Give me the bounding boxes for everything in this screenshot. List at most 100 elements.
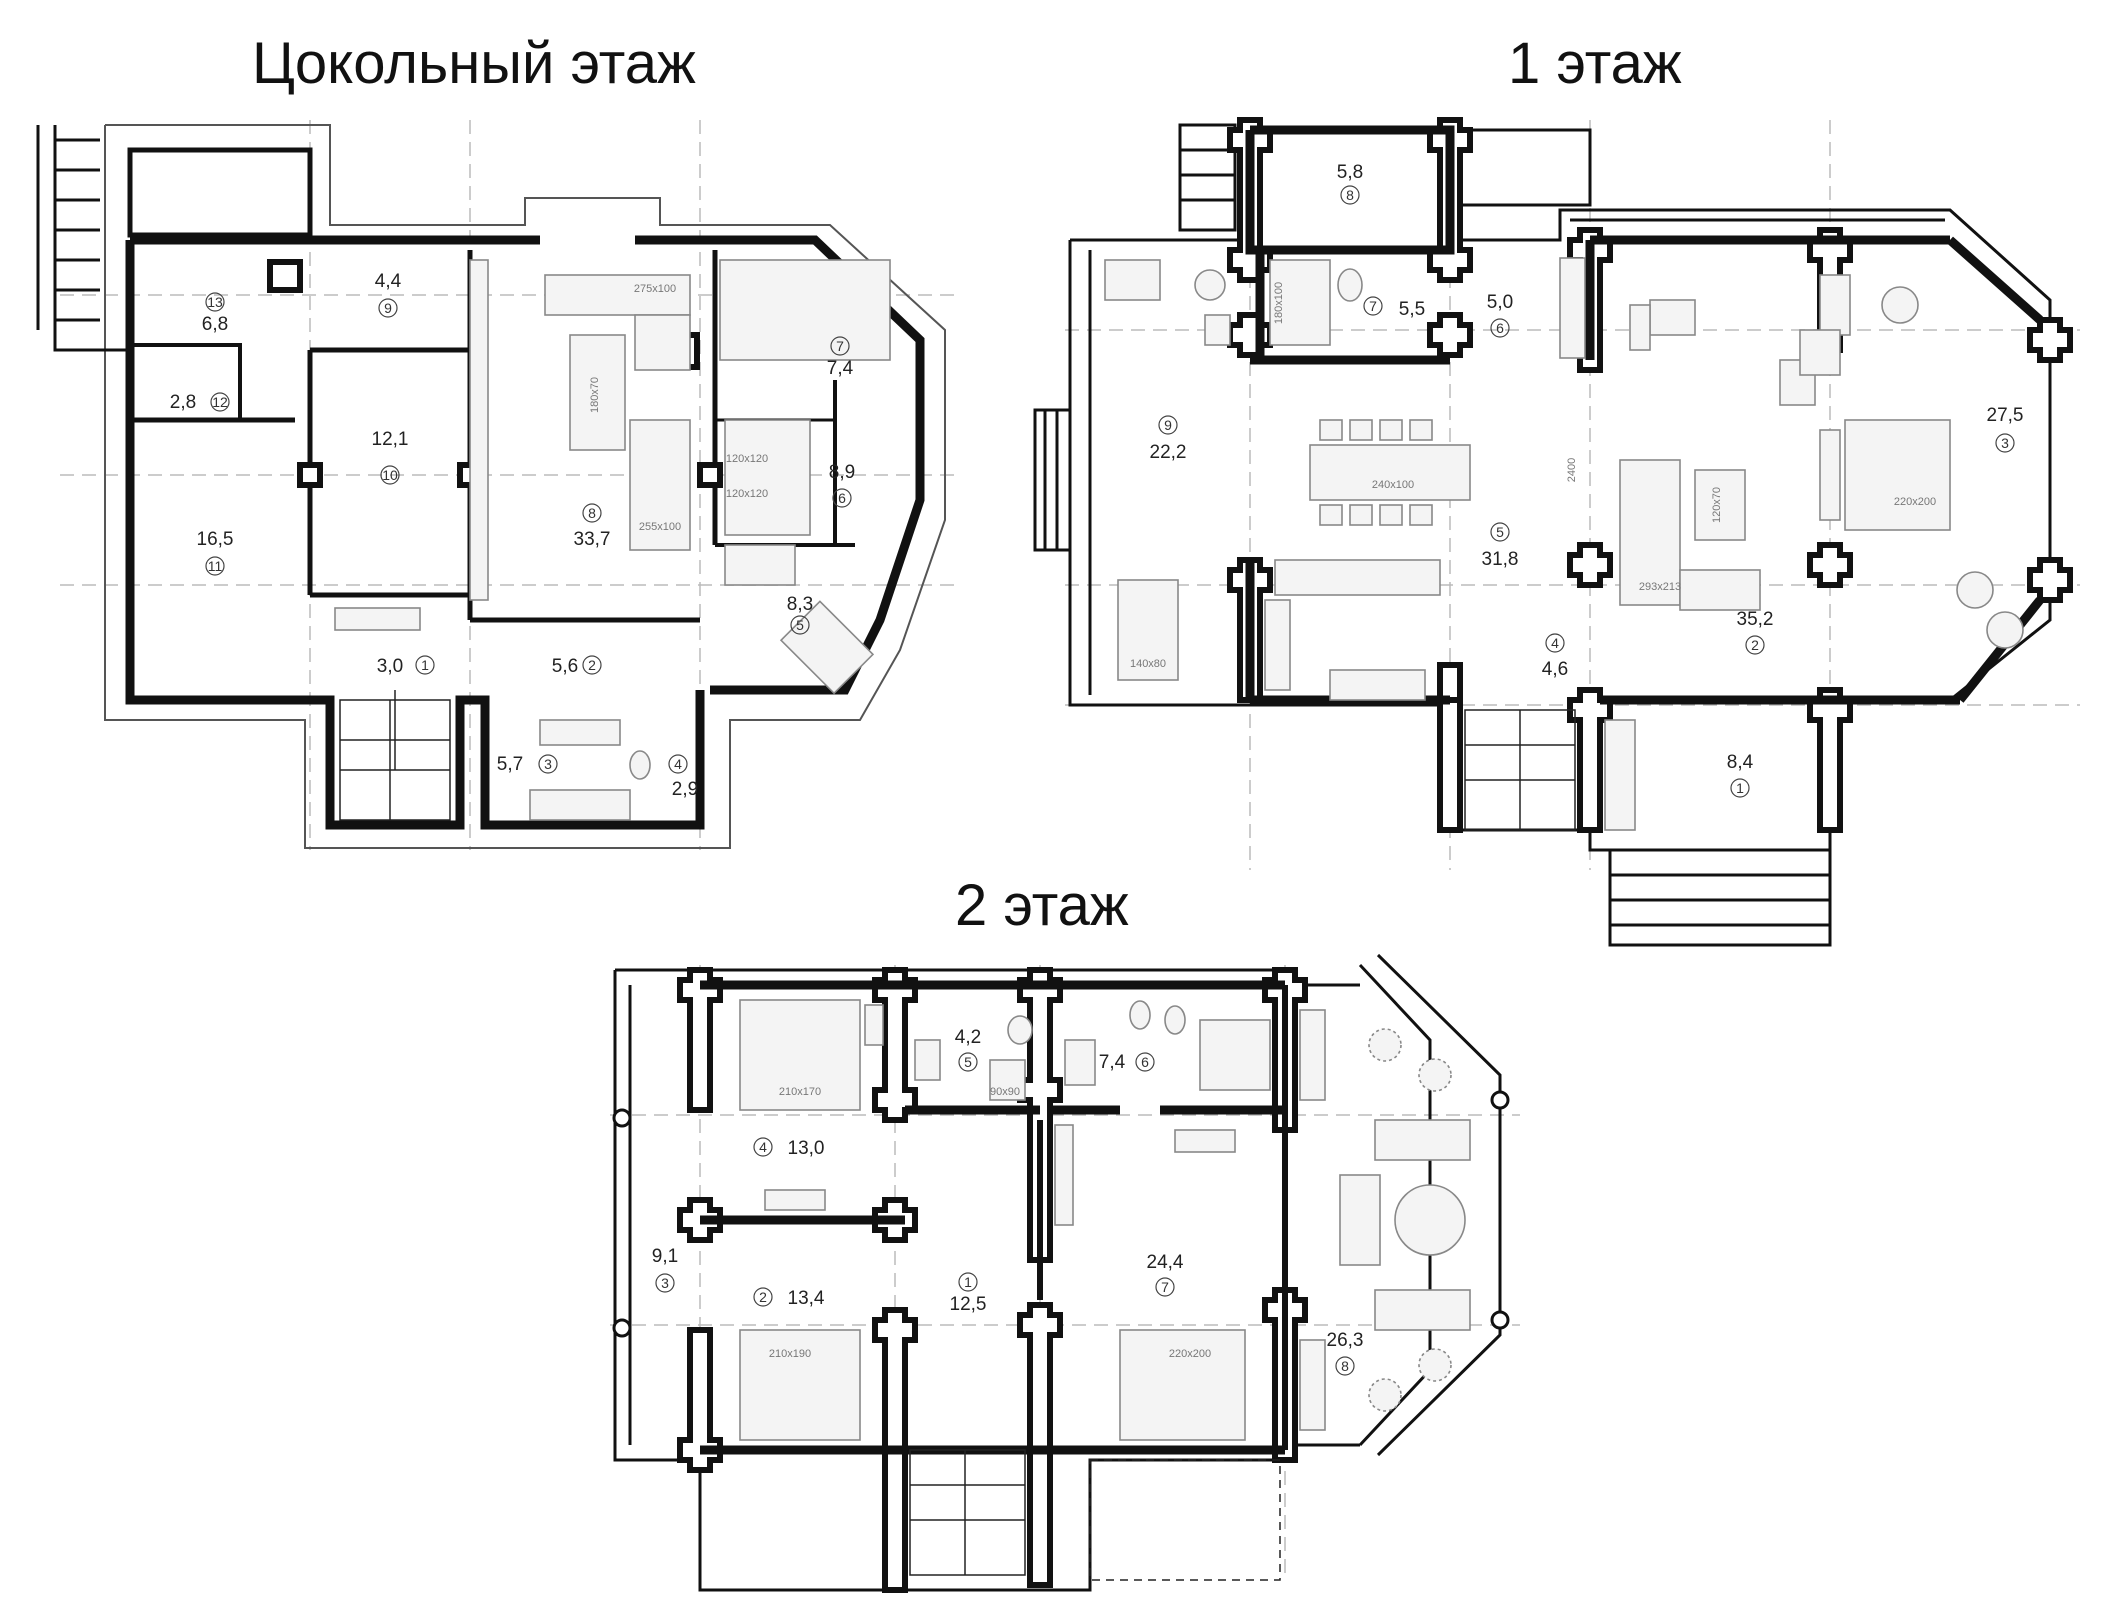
room-label: 1 12,5 [950,1272,987,1315]
svg-text:13,0: 13,0 [788,1138,825,1159]
room-label: 8,4 1 [1727,752,1754,798]
room-label: 5,0 6 [1487,292,1513,338]
svg-text:3,0: 3,0 [377,656,403,677]
room-label: 3,0 1 [377,655,435,677]
svg-text:4,4: 4,4 [375,271,402,292]
room-label: 26,3 8 [1327,1330,1363,1376]
svg-text:12,5: 12,5 [950,1294,987,1315]
svg-text:8,9: 8,9 [829,462,855,483]
room-label: 35,2 2 [1737,609,1774,655]
svg-text:7: 7 [1369,298,1377,314]
svg-text:6: 6 [1141,1054,1149,1070]
svg-text:5: 5 [796,617,804,633]
room-label: 4 13,0 [753,1137,825,1159]
dim-label: 140x80 [1130,658,1166,670]
svg-text:13,4: 13,4 [788,1288,825,1309]
svg-text:12,1: 12,1 [372,429,409,450]
svg-text:5: 5 [964,1054,972,1070]
floor2-title: 2 этаж [955,873,1129,938]
room-label: 16,5 11 [197,529,234,576]
svg-text:5: 5 [1496,524,1504,540]
svg-text:31,8: 31,8 [1482,549,1519,570]
dim-label: 240x100 [1372,479,1414,491]
svg-text:2,9: 2,9 [672,779,698,800]
svg-text:8: 8 [1341,1358,1349,1374]
room-label: 4 4,6 [1542,633,1568,680]
room-label: 4 2,9 [668,754,698,800]
basement-plan: 275x100 180x70 255x100 120x120 120x120 1… [36,120,960,850]
svg-text:9: 9 [384,300,392,316]
room-label: 7 5,5 [1363,296,1425,320]
svg-text:6,8: 6,8 [202,314,228,335]
svg-text:5,8: 5,8 [1337,162,1363,183]
room-label: 7,4 6 [1099,1052,1155,1073]
dim-label: 120x70 [1711,487,1723,523]
svg-text:27,5: 27,5 [1987,405,2024,426]
svg-text:7: 7 [1161,1279,1169,1295]
svg-text:4: 4 [674,756,682,772]
svg-text:8,3: 8,3 [787,594,813,615]
svg-text:5,6: 5,6 [552,656,578,677]
svg-text:12: 12 [212,394,228,410]
svg-text:5,7: 5,7 [497,754,523,775]
svg-text:33,7: 33,7 [574,529,611,550]
svg-text:22,2: 22,2 [1150,442,1187,463]
dim-label: 210x170 [779,1086,821,1098]
svg-text:4: 4 [1551,635,1559,651]
room-label: 4,4 9 [375,271,402,318]
dim-label: 210x190 [769,1348,811,1360]
room-label: 9,1 3 [652,1246,678,1293]
svg-text:2: 2 [588,657,596,673]
dim-label: 220x200 [1894,496,1936,508]
svg-text:1: 1 [964,1274,972,1290]
dim-label: 275x100 [634,283,676,295]
room-label: 27,5 3 [1987,405,2024,453]
svg-text:13: 13 [207,294,223,310]
svg-text:1: 1 [421,657,429,673]
dim-label: 180x70 [589,377,601,413]
svg-text:1: 1 [1736,780,1744,796]
floor2-plan: 210x170 90x90 210x190 220x200 4,2 5 7,4 … [610,953,1520,1593]
dim-label: 90x90 [990,1086,1020,1098]
svg-text:2: 2 [1751,637,1759,653]
room-label: 12,1 10 [372,429,409,485]
room-label: 8,3 5 [787,594,813,635]
dim-label: 220x200 [1169,1348,1211,1360]
svg-text:3: 3 [661,1275,669,1291]
room-label: 9 22,2 [1150,415,1187,463]
room-label: 13 6,8 [202,292,228,335]
room-label: 4,2 5 [955,1027,981,1072]
svg-text:35,2: 35,2 [1737,609,1774,630]
room-label: 5,8 8 [1337,162,1363,205]
svg-text:8: 8 [1346,187,1354,203]
dim-label: 120x120 [726,453,768,465]
svg-text:9,1: 9,1 [652,1246,678,1267]
svg-text:2: 2 [759,1289,767,1305]
svg-text:9: 9 [1164,417,1172,433]
svg-text:11: 11 [208,558,223,574]
dim-label: 120x120 [726,488,768,500]
svg-text:10: 10 [382,467,398,483]
room-label: 5,6 2 [552,655,602,677]
svg-text:3: 3 [544,756,552,772]
svg-text:7,4: 7,4 [1099,1052,1126,1073]
room-label: 8,9 6 [829,462,855,508]
svg-text:5,0: 5,0 [1487,292,1513,313]
svg-text:24,4: 24,4 [1147,1252,1184,1273]
floor1-plan: 180x100 240x100 140x80 293x213 120x70 22… [1033,117,2080,947]
svg-text:7: 7 [836,338,844,354]
room-label: 5,7 3 [497,754,558,775]
svg-text:4,2: 4,2 [955,1027,981,1048]
svg-text:16,5: 16,5 [197,529,234,550]
room-label: 2,8 12 [170,392,230,413]
svg-text:6: 6 [1496,320,1504,336]
dim-label: 255x100 [639,521,681,533]
room-label: 24,4 7 [1147,1252,1184,1297]
svg-text:3: 3 [2001,435,2009,451]
svg-text:7,4: 7,4 [827,358,854,379]
dim-label: 2400 [1566,458,1578,482]
room-label: 2 13,4 [753,1287,825,1309]
svg-text:4,6: 4,6 [1542,659,1568,680]
dim-label: 293x213 [1639,581,1681,593]
svg-text:8,4: 8,4 [1727,752,1754,773]
